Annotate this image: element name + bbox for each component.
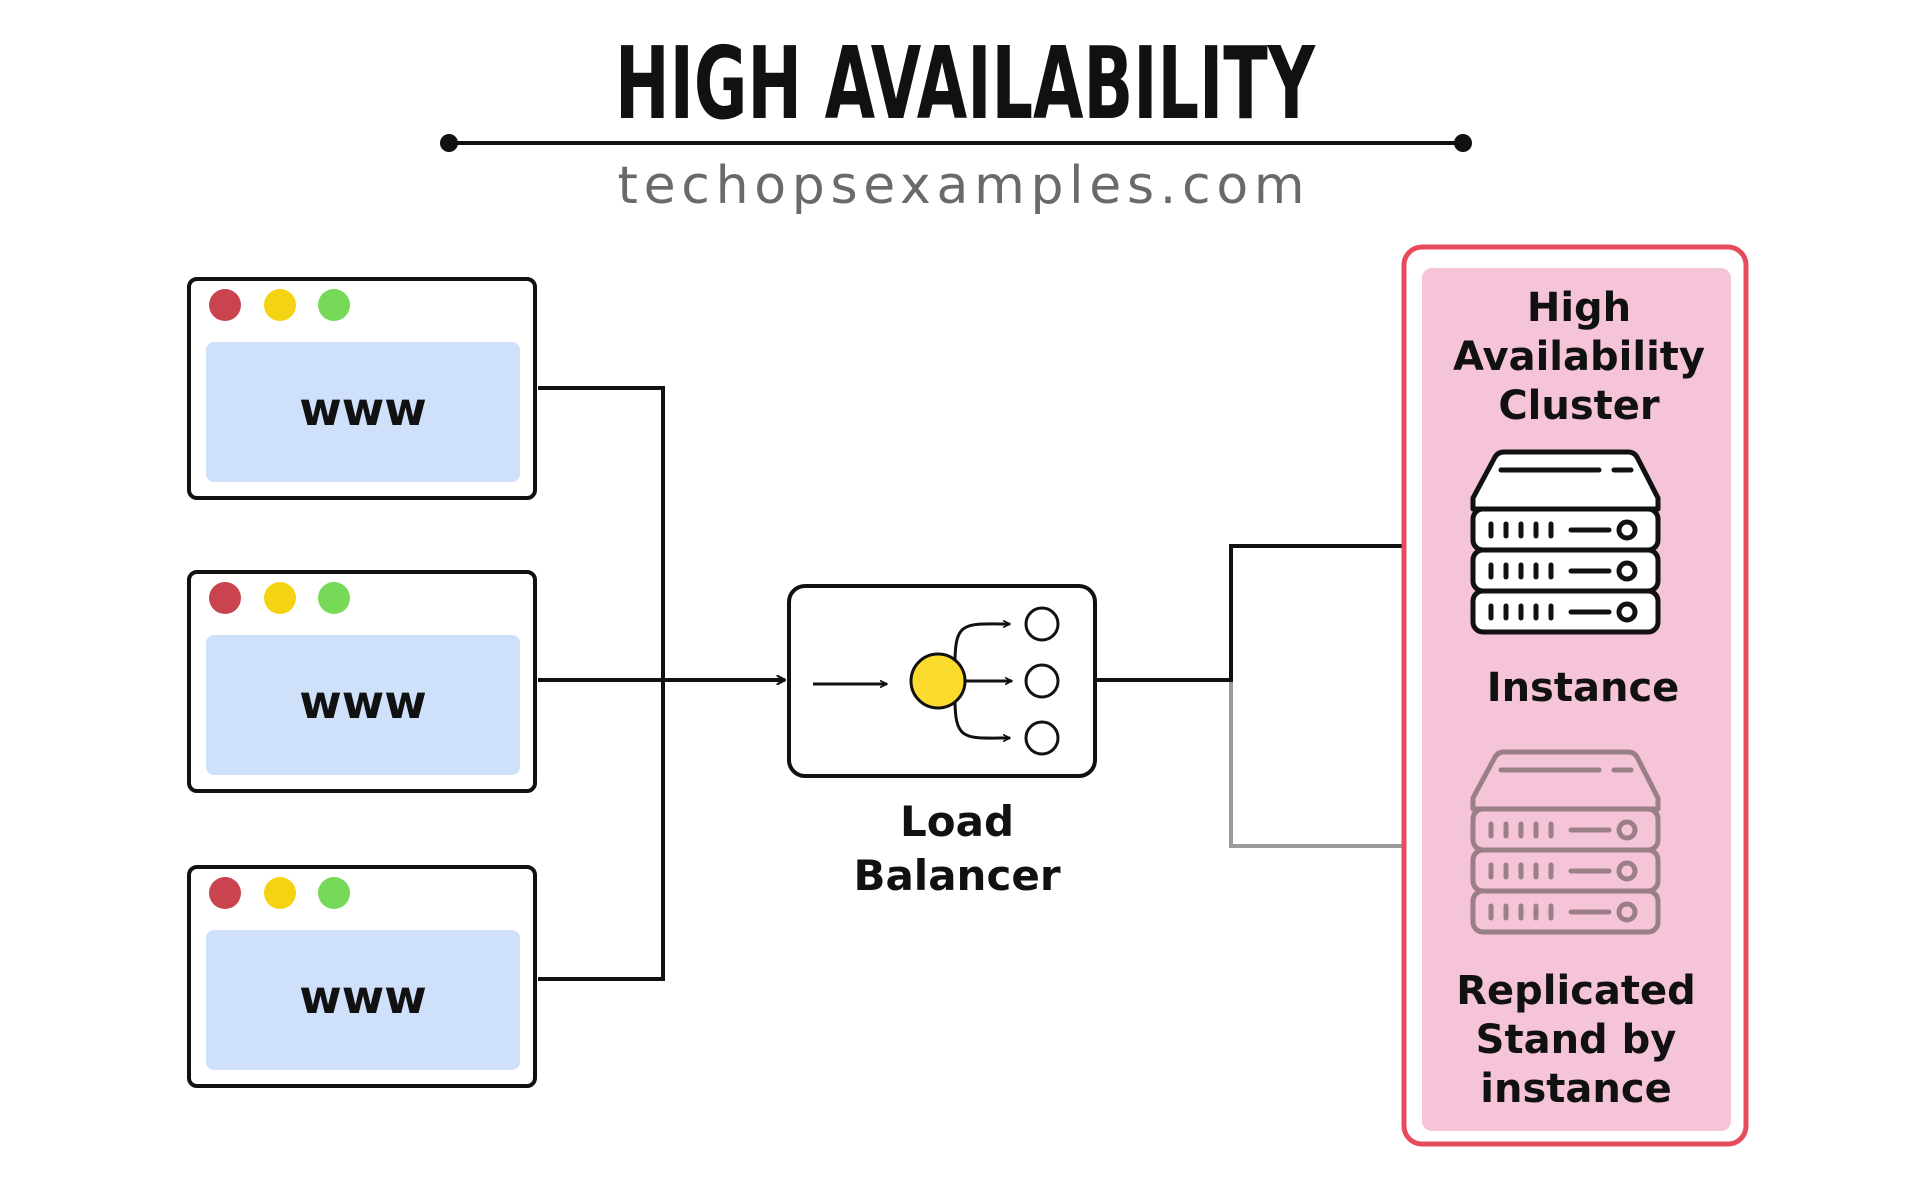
client-label: www <box>299 382 427 436</box>
page-subtitle: techopsexamples.com <box>618 156 1313 216</box>
header: HIGH AVAILABILITY techopsexamples.com <box>440 25 1472 216</box>
cluster-title-line3: Cluster <box>1498 383 1660 429</box>
client-window: www <box>187 570 537 793</box>
primary-instance-label: Instance <box>1487 665 1680 711</box>
client-window: www <box>187 277 537 500</box>
client-connectors <box>538 386 785 981</box>
window-maximize-dot-icon <box>318 877 350 909</box>
lb-target-node <box>1024 720 1060 756</box>
window-content <box>206 342 520 482</box>
window-maximize-dot-icon <box>318 582 350 614</box>
window-minimize-dot-icon <box>264 289 296 321</box>
load-balancer-icon <box>813 606 1060 756</box>
client-label: www <box>299 675 427 729</box>
lb-core-node <box>909 652 967 710</box>
load-balancer: Load Balancer <box>787 584 1097 900</box>
divider-right-dot <box>1454 134 1472 152</box>
server-unit-details <box>1488 819 1638 923</box>
server-unit <box>1470 888 1661 935</box>
server-unit <box>1470 547 1661 594</box>
divider-left-dot <box>440 134 458 152</box>
standby-instance-label-line3: instance <box>1480 1066 1671 1112</box>
cluster-title-line1: High <box>1527 285 1631 331</box>
server-top-cover <box>1470 449 1661 512</box>
connector-primary <box>1096 546 1465 682</box>
lb-target-node <box>1024 663 1060 699</box>
window-minimize-dot-icon <box>264 582 296 614</box>
window-maximize-dot-icon <box>318 289 350 321</box>
lb-target-node <box>1024 606 1060 642</box>
window-content <box>206 930 520 1070</box>
window-close-dot-icon <box>209 877 241 909</box>
ha-cluster: High Availability Cluster Instance <box>1401 244 1749 1147</box>
window-close-dot-icon <box>209 289 241 321</box>
window-content <box>206 635 520 775</box>
primary-server-icon <box>1470 449 1661 635</box>
server-unit <box>1470 588 1661 635</box>
server-top-cover <box>1470 749 1661 812</box>
load-balancer-label-line1: Load <box>900 797 1014 846</box>
lb-branch-top <box>953 619 1011 664</box>
client-label: www <box>299 970 427 1024</box>
lb-branch-bottom <box>953 698 1011 743</box>
standby-instance-label-line1: Replicated <box>1456 968 1696 1014</box>
cluster-title-line2: Availability <box>1453 334 1705 380</box>
server-unit <box>1470 847 1661 894</box>
standby-instance-label-line2: Stand by <box>1476 1017 1677 1063</box>
page-title: HIGH AVAILABILITY <box>615 25 1316 142</box>
server-unit <box>1470 506 1661 553</box>
window-close-dot-icon <box>209 582 241 614</box>
cluster-connectors <box>1096 546 1465 846</box>
server-unit-details <box>1488 519 1638 623</box>
client-window: www <box>187 865 537 1088</box>
connector-client-1 <box>538 386 665 981</box>
connector-standby <box>1229 680 1465 846</box>
server-unit <box>1470 806 1661 853</box>
load-balancer-label-line2: Balancer <box>853 851 1060 900</box>
window-minimize-dot-icon <box>264 877 296 909</box>
standby-server-icon <box>1470 749 1661 935</box>
